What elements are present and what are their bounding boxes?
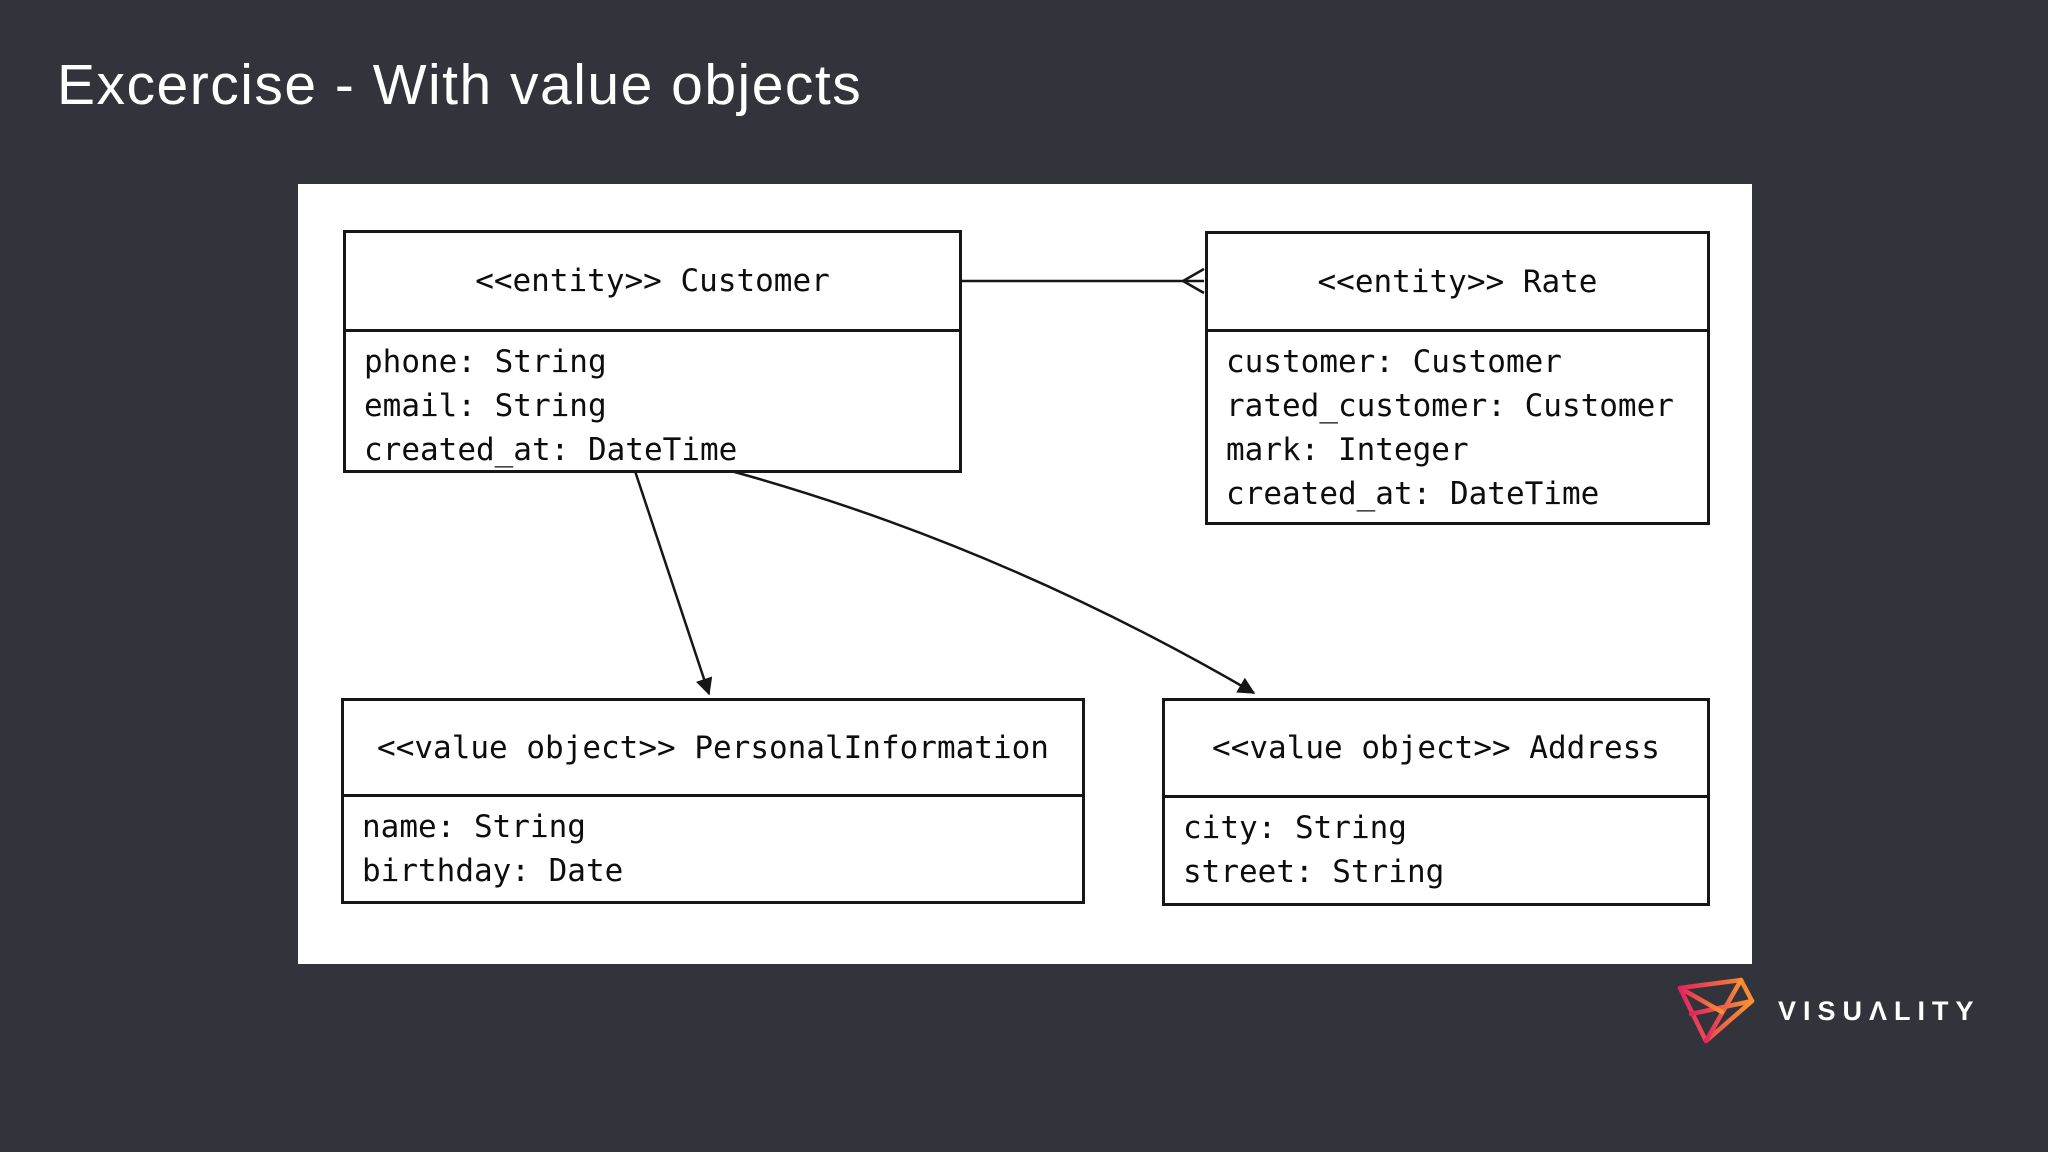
uml-class-title: <<entity>> Customer bbox=[346, 233, 959, 332]
uml-class-attributes: name: String birthday: Date bbox=[344, 797, 1082, 901]
uml-attribute: email: String bbox=[364, 388, 607, 424]
uml-attribute: created_at: DateTime bbox=[1226, 476, 1600, 512]
uml-class-attributes: phone: String email: String created_at: … bbox=[346, 332, 959, 480]
uml-class-title: <<value object>> Address bbox=[1165, 701, 1707, 798]
uml-class-customer: <<entity>> Customer phone: String email:… bbox=[343, 230, 962, 473]
uml-class-title: <<value object>> PersonalInformation bbox=[344, 701, 1082, 797]
uml-attribute: city: String bbox=[1183, 810, 1407, 846]
visuality-logo: VISUΛLITY bbox=[1672, 974, 1981, 1046]
uml-class-title: <<entity>> Rate bbox=[1208, 234, 1707, 332]
uml-class-rate: <<entity>> Rate customer: Customer rated… bbox=[1205, 231, 1710, 525]
uml-class-address: <<value object>> Address city: String st… bbox=[1162, 698, 1710, 906]
uml-attribute: street: String bbox=[1183, 854, 1445, 890]
uml-attribute: name: String bbox=[362, 809, 586, 845]
uml-class-attributes: city: String street: String bbox=[1165, 798, 1707, 902]
uml-class-personal-information: <<value object>> PersonalInformation nam… bbox=[341, 698, 1085, 904]
uml-attribute: phone: String bbox=[364, 344, 607, 380]
uml-attribute: created_at: DateTime bbox=[364, 432, 738, 468]
uml-attribute: rated_customer: Customer bbox=[1226, 388, 1674, 424]
visuality-logo-icon bbox=[1677, 977, 1755, 1044]
uml-class-attributes: customer: Customer rated_customer: Custo… bbox=[1208, 332, 1707, 524]
uml-attribute: mark: Integer bbox=[1226, 432, 1469, 468]
slide-title: Excercise - With value objects bbox=[57, 53, 863, 117]
uml-attribute: customer: Customer bbox=[1226, 344, 1562, 380]
uml-attribute: birthday: Date bbox=[362, 853, 624, 889]
visuality-logo-text: VISUΛLITY bbox=[1778, 995, 1981, 1026]
